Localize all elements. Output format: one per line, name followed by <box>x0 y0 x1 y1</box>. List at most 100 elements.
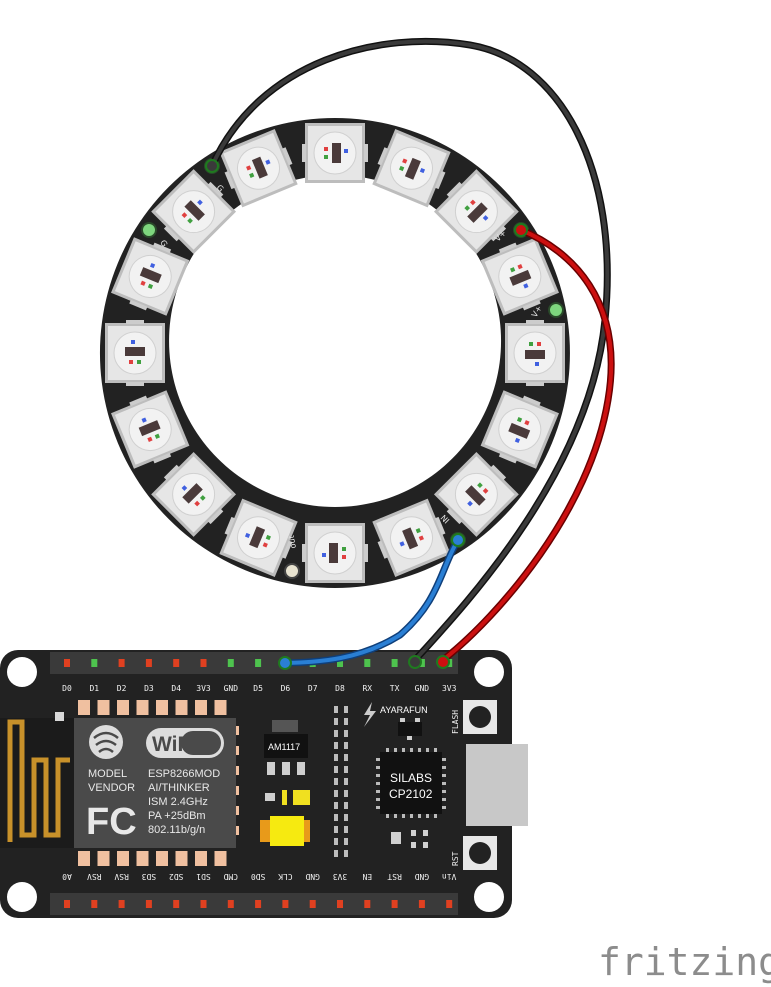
bottom-pin-7[interactable] <box>255 900 262 908</box>
smd-pad <box>334 730 338 737</box>
neopixel-led <box>302 123 368 183</box>
bottom-pin-0[interactable] <box>64 900 70 908</box>
top-pin-7[interactable] <box>255 659 262 667</box>
pad-gnd-2[interactable] <box>141 222 157 238</box>
usb-chip-pin <box>402 748 405 752</box>
bottom-pin-5[interactable] <box>200 900 207 908</box>
fcc-logo: FC <box>86 801 137 843</box>
smd-pad <box>334 802 338 809</box>
smd-pad <box>334 742 338 749</box>
wire-start-data <box>451 533 465 547</box>
usb-chip-pin <box>426 748 429 752</box>
usb-chip-pin <box>410 814 413 818</box>
wire-gnd-core <box>210 39 610 662</box>
top-pin-label: 3V3 <box>196 684 211 693</box>
top-pin-4[interactable] <box>173 659 180 667</box>
wire-vcc-core <box>441 228 614 662</box>
bottom-pin-2[interactable] <box>118 900 125 908</box>
module-pad-bottom <box>175 851 188 866</box>
lightning-icon <box>364 702 376 727</box>
bottom-pin-13[interactable] <box>418 900 425 908</box>
neopixel-led <box>480 237 559 316</box>
bottom-pin-1[interactable] <box>91 900 98 908</box>
pad-vplus-2[interactable] <box>548 302 564 318</box>
flash-button[interactable] <box>469 706 491 728</box>
wire-start-vcc <box>514 223 528 237</box>
bottom-pin-11[interactable] <box>364 900 371 908</box>
neopixel-led <box>151 451 237 537</box>
module-line-model: MODEL <box>88 768 127 780</box>
top-pin-0[interactable] <box>64 659 70 667</box>
top-pin-label: D0 <box>62 684 72 693</box>
top-pin-2[interactable] <box>118 659 125 667</box>
module-pad-top <box>117 700 129 715</box>
mount-hole-tl <box>7 657 37 687</box>
bottom-pin-14[interactable] <box>446 900 453 908</box>
smd-pad <box>344 766 348 773</box>
transistor-pin-1 <box>400 718 405 722</box>
smd-cap-2 <box>423 830 428 836</box>
top-pin-label: D4 <box>171 684 181 693</box>
module-pad-bottom <box>195 851 207 866</box>
smd-pad <box>344 754 348 761</box>
smd-cap-1 <box>411 830 416 836</box>
module-pad-bottom <box>136 851 149 866</box>
top-pin-label: 3V3 <box>442 684 457 693</box>
usb-chip-pin <box>442 798 446 801</box>
top-pin-11[interactable] <box>364 659 371 667</box>
smd-pad <box>344 778 348 785</box>
top-pin-label: D6 <box>281 684 291 693</box>
neopixel-led <box>505 320 565 386</box>
smd-pad <box>334 850 338 857</box>
top-pin-10[interactable] <box>337 659 343 667</box>
top-pin-label: D7 <box>308 684 318 693</box>
smd-pad <box>344 742 348 749</box>
usb-chip-pin <box>426 814 429 818</box>
usb-chip-pin <box>376 766 380 769</box>
bottom-pin-6[interactable] <box>227 900 234 908</box>
usb-chip-pin <box>442 806 446 809</box>
usb-chip-pin <box>394 814 397 818</box>
module-pad-top <box>78 700 90 715</box>
top-pin-1[interactable] <box>91 659 98 667</box>
pad-label-dout: out <box>287 535 298 549</box>
regulator-pin-2 <box>282 762 290 775</box>
bottom-pin-12[interactable] <box>391 900 398 908</box>
top-pin-label: RX <box>362 684 372 693</box>
module-line-model-name: ESP8266MOD <box>148 768 220 780</box>
bottom-pin-10[interactable] <box>337 900 343 908</box>
top-pin-label: D1 <box>89 684 99 693</box>
smd-diode-pad <box>265 793 275 801</box>
top-pin-3[interactable] <box>145 659 152 667</box>
top-pin-5[interactable] <box>200 659 207 667</box>
top-pin-label: TX <box>390 684 400 693</box>
bottom-pin-8[interactable] <box>282 900 289 908</box>
neopixel-ring: G G V+ V+ IN out <box>99 118 570 588</box>
top-pin-6[interactable] <box>227 659 234 667</box>
pad-dout[interactable] <box>284 563 300 579</box>
top-pin-12[interactable] <box>391 659 398 667</box>
bottom-pin-3[interactable] <box>145 900 152 908</box>
usb-chip-pin <box>376 806 380 809</box>
module-pad-top <box>214 700 227 715</box>
wire-data-core <box>283 538 460 665</box>
module-pad-top <box>175 700 188 715</box>
smd-pad <box>334 766 338 773</box>
wifi-logo: WiFi <box>146 728 224 758</box>
smd-resistor <box>391 832 401 844</box>
transistor <box>398 722 422 736</box>
neopixel-led <box>433 169 519 255</box>
transistor-pin-3 <box>407 736 412 740</box>
bottom-pin-label: EN <box>362 872 372 881</box>
module-line-band: ISM 2.4GHz <box>148 796 208 808</box>
bottom-pin-label: A0 <box>62 872 72 881</box>
bottom-pin-4[interactable] <box>173 900 180 908</box>
bottom-pin-9[interactable] <box>309 900 316 908</box>
neopixel-led <box>219 498 298 577</box>
module-line-maker: AI/THINKER <box>148 782 210 794</box>
rst-button[interactable] <box>469 842 491 864</box>
neopixel-led <box>105 320 165 386</box>
usb-chip-pin <box>434 814 437 818</box>
usb-connector[interactable] <box>466 744 528 826</box>
